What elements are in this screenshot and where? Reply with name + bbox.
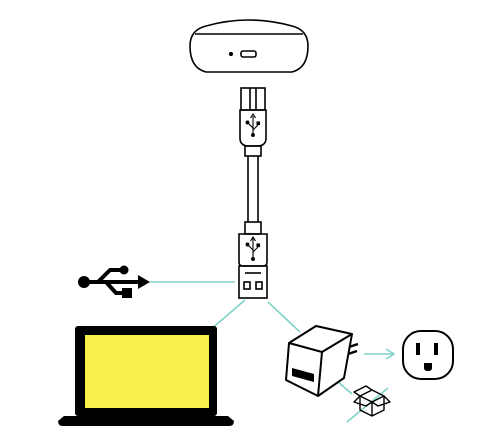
strain-relief-bottom <box>244 221 262 235</box>
led-dot <box>228 51 234 57</box>
crossed-box-icon <box>353 385 391 417</box>
usb-symbol-icon <box>78 265 150 298</box>
outlet-ground <box>424 363 432 371</box>
laptop-connector <box>209 299 246 331</box>
not-included-connector <box>337 381 353 395</box>
outlet-slot-left <box>416 343 420 355</box>
laptop-base <box>58 416 234 426</box>
wall-outlet-icon <box>402 330 454 380</box>
laptop-screen <box>85 335 209 408</box>
charging-port <box>240 50 257 58</box>
adapter-connector <box>267 301 301 333</box>
outlet-arrow <box>364 348 396 360</box>
outlet-slot-right <box>434 343 438 355</box>
power-adapter-icon <box>285 325 359 397</box>
small-usb-symbol <box>245 112 261 137</box>
earbuds-case-icon <box>189 19 309 73</box>
strain-relief-top <box>244 145 262 157</box>
adapter-led-bar <box>292 368 314 382</box>
micro-usb-tip <box>240 87 266 111</box>
usb-a-symbol <box>245 235 261 261</box>
laptop-icon <box>58 326 234 426</box>
usb-cable-icon <box>238 87 268 299</box>
usb-a-tip <box>238 265 268 299</box>
